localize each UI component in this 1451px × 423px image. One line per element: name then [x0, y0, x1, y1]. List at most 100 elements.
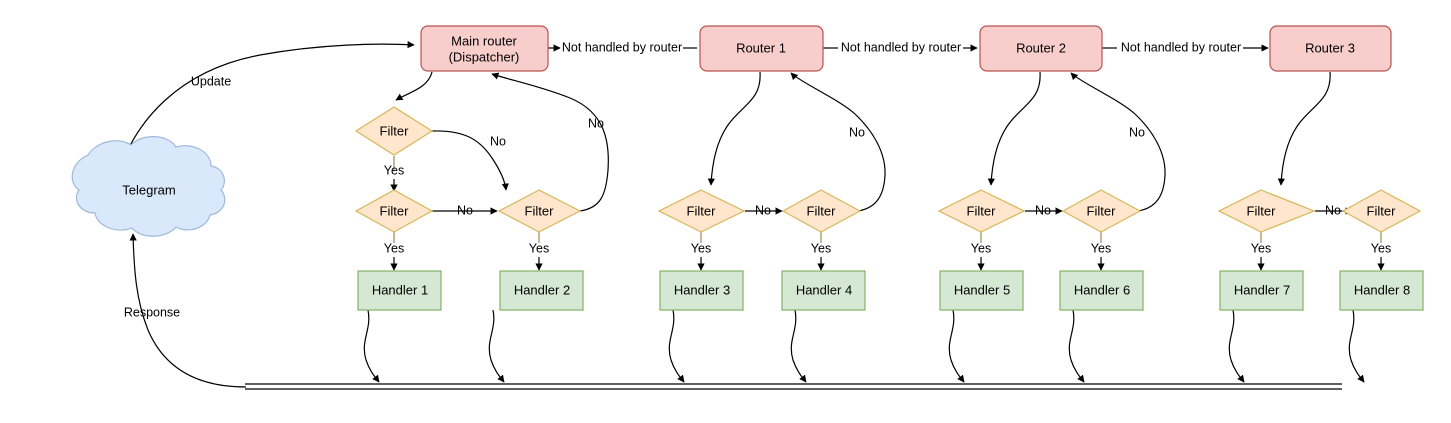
- router-2-shape: [979, 25, 1103, 72]
- node-telegram[interactable]: Telegram: [71, 136, 226, 237]
- filter-1-shape: [354, 189, 434, 233]
- node-filter-2[interactable]: Filter: [497, 189, 582, 233]
- node-handler-8[interactable]: Handler 8: [1339, 270, 1424, 311]
- filter-1-label: Filter: [380, 203, 410, 218]
- edge-label-filter5-yes: Yes: [971, 241, 991, 255]
- handler-4-label: Handler 4: [796, 282, 852, 297]
- edge-label-filter6-no: No: [1129, 125, 1145, 139]
- filter-a-label: Filter: [380, 123, 410, 138]
- node-filter-6[interactable]: Filter: [1061, 189, 1142, 233]
- filter-5-shape: [937, 189, 1026, 233]
- edge-label-filter3-no: No: [755, 203, 771, 217]
- handler-5-shape: [939, 270, 1024, 311]
- handler-7-label: Handler 7: [1234, 282, 1290, 297]
- edge-label-update: Update: [191, 74, 231, 88]
- edge-filter-a-no: [431, 130, 509, 191]
- edge-label-filter4-yes: Yes: [811, 241, 831, 255]
- filter-6-label: Filter: [1087, 203, 1117, 218]
- edge-label-filter-a-yes: Yes: [384, 163, 404, 177]
- edge-label-filter7-no: No: [1325, 203, 1341, 217]
- edge-handler3-to-bus: [668, 309, 685, 383]
- edge-label-filter2-yes: Yes: [529, 241, 549, 255]
- edge-filter2-no-main: [491, 72, 609, 212]
- edge-label-filter8-yes: Yes: [1371, 241, 1391, 255]
- edge-response: [129, 233, 247, 388]
- handler-6-label: Handler 6: [1074, 282, 1130, 297]
- node-handler-7[interactable]: Handler 7: [1219, 270, 1304, 311]
- filter-3-shape: [657, 189, 746, 233]
- router-1-label: Router 1: [736, 40, 786, 55]
- edge-handler1-to-bus: [363, 309, 380, 383]
- filter-4-shape: [781, 189, 862, 233]
- handler-1-label: Handler 1: [372, 282, 428, 297]
- edge-handler4-to-bus: [790, 309, 807, 383]
- filter-a-shape: [354, 106, 434, 156]
- node-filter-1[interactable]: Filter: [354, 189, 434, 233]
- main-router-shape: [420, 25, 549, 72]
- node-filter-3[interactable]: Filter: [657, 189, 746, 233]
- edge-handler6-to-bus: [1068, 309, 1085, 383]
- node-filter-4[interactable]: Filter: [781, 189, 862, 233]
- router-3-label: Router 3: [1305, 40, 1355, 55]
- node-handler-5[interactable]: Handler 5: [939, 270, 1024, 311]
- filter-5-label: Filter: [967, 203, 997, 218]
- telegram-cloud-shape: [71, 136, 226, 237]
- node-main-router[interactable]: Main router (Dispatcher): [420, 25, 549, 72]
- edge-main-to-filter-a: [395, 71, 433, 101]
- edge-handler8-to-bus: [1348, 309, 1365, 383]
- node-filter-8[interactable]: Filter: [1341, 189, 1422, 233]
- edge-label-filter7-yes: Yes: [1251, 241, 1271, 255]
- edge-handler7-to-bus: [1228, 309, 1245, 383]
- node-filter-a[interactable]: Filter: [354, 106, 434, 156]
- node-router-3[interactable]: Router 3: [1269, 25, 1392, 72]
- main-router-label-line2: (Dispatcher): [449, 49, 520, 64]
- edge-label-filter1-yes: Yes: [384, 241, 404, 255]
- edge-label-filter6-yes: Yes: [1091, 241, 1111, 255]
- filter-3-label: Filter: [687, 203, 717, 218]
- node-router-1[interactable]: Router 1: [699, 25, 824, 72]
- filter-8-shape: [1341, 189, 1422, 233]
- edge-filter6-no-router2: [1070, 72, 1166, 212]
- handler-7-shape: [1219, 270, 1304, 311]
- node-handler-4[interactable]: Handler 4: [781, 270, 866, 311]
- node-handler-1[interactable]: Handler 1: [357, 270, 442, 311]
- main-router-label-line1: Main router: [451, 33, 517, 48]
- edge-update: [117, 41, 415, 176]
- handler-8-shape: [1339, 270, 1424, 311]
- edge-label-filter1-no: No: [457, 203, 473, 217]
- edge-handler2-to-bus: [488, 309, 505, 383]
- node-handler-2[interactable]: Handler 2: [499, 270, 584, 311]
- node-handler-6[interactable]: Handler 6: [1059, 270, 1144, 311]
- node-router-2[interactable]: Router 2: [979, 25, 1103, 72]
- handler-2-label: Handler 2: [514, 282, 570, 297]
- handler-8-label: Handler 8: [1354, 282, 1410, 297]
- filter-2-shape: [497, 189, 582, 233]
- handler-2-shape: [499, 270, 584, 311]
- filter-4-label: Filter: [807, 203, 837, 218]
- node-handler-3[interactable]: Handler 3: [659, 270, 744, 311]
- filter-2-label: Filter: [525, 203, 555, 218]
- telegram-label: Telegram: [122, 182, 175, 197]
- router-1-shape: [699, 25, 824, 72]
- router-3-shape: [1269, 25, 1392, 72]
- edge-label-filter4-no: No: [849, 125, 865, 139]
- edge-router2-to-filter5: [987, 71, 1041, 186]
- handler-3-shape: [659, 270, 744, 311]
- edge-label-filter5-no: No: [1035, 203, 1051, 217]
- filter-7-label: Filter: [1247, 203, 1277, 218]
- edge-label-filter3-yes: Yes: [691, 241, 711, 255]
- edge-label-filter-a-no: No: [490, 134, 506, 148]
- edge-label-response: Response: [124, 305, 180, 319]
- handler-5-label: Handler 5: [954, 282, 1010, 297]
- handler-6-shape: [1059, 270, 1144, 311]
- filter-6-shape: [1061, 189, 1142, 233]
- router-2-label: Router 2: [1016, 40, 1066, 55]
- edge-label-not-handled-1: Not handled by router: [562, 40, 682, 54]
- filter-7-shape: [1217, 189, 1316, 233]
- edge-label-not-handled-3: Not handled by router: [1121, 40, 1241, 54]
- edge-label-filter2-no: No: [588, 116, 604, 130]
- node-filter-7[interactable]: Filter: [1217, 189, 1316, 233]
- node-filter-5[interactable]: Filter: [937, 189, 1026, 233]
- filter-8-label: Filter: [1367, 203, 1397, 218]
